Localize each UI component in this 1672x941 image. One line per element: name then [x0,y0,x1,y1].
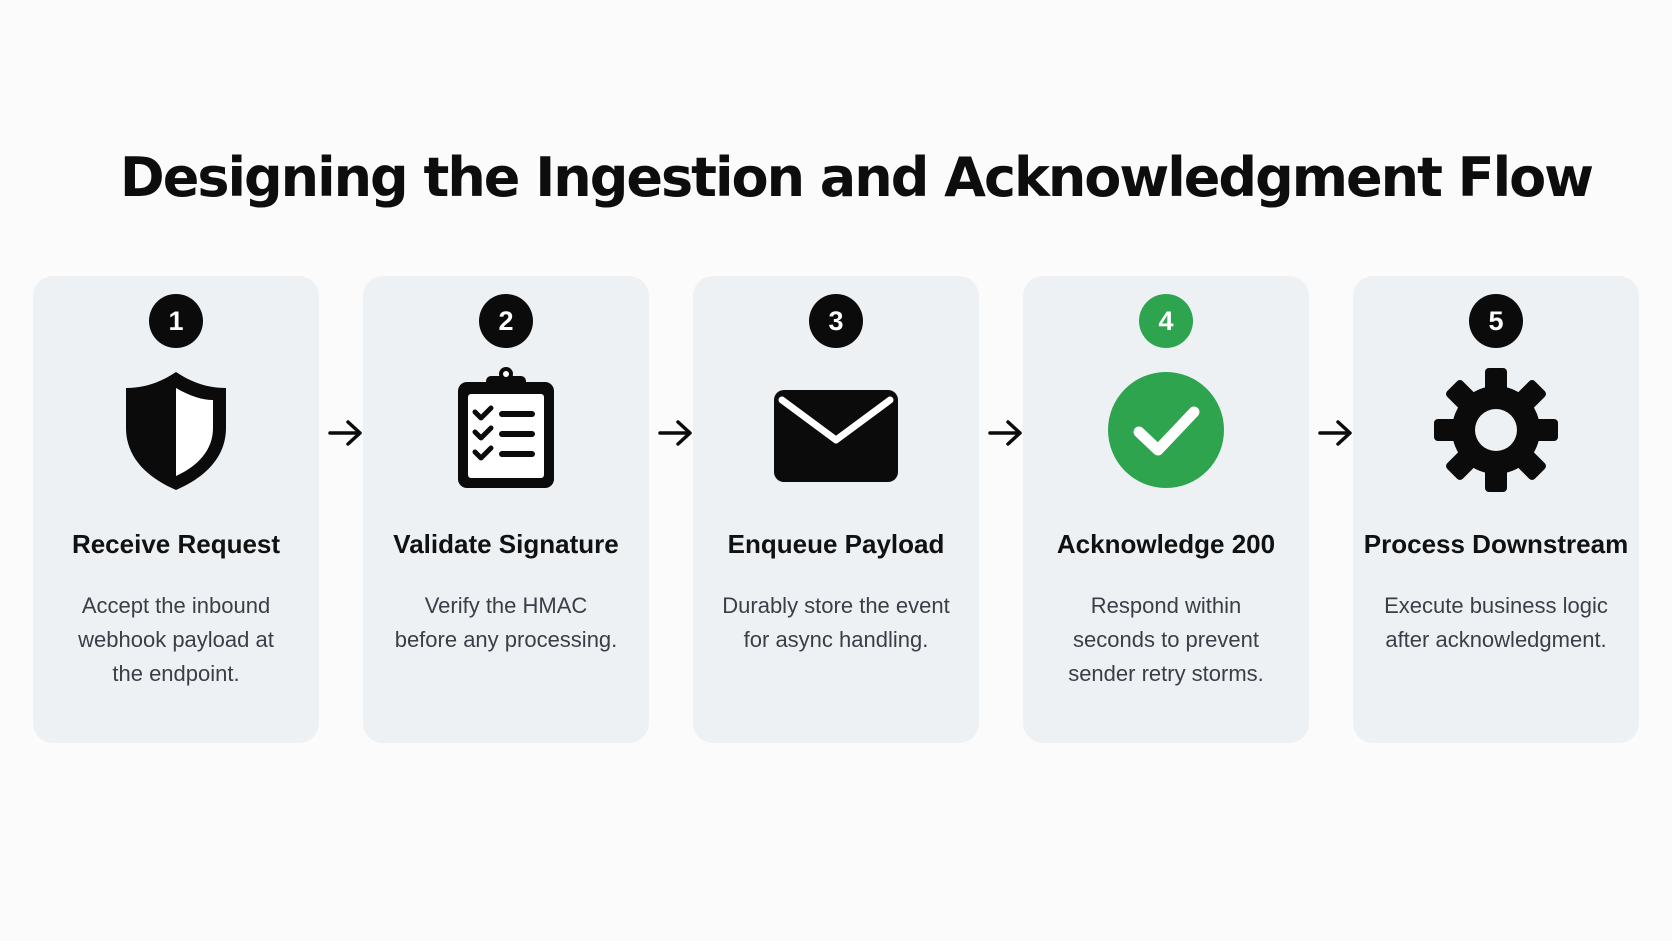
step-number-badge: 3 [809,294,863,348]
step-title: Acknowledge 200 [1056,529,1276,559]
step-title: Process Downstream [1363,529,1629,559]
diagram-title: Designing the Ingestion and Acknowledgme… [119,146,1594,209]
step-description: Verify the HMAC before any processing. [394,593,618,652]
step-card-receive-request: 1 Receive Request Accept the inbound web… [33,276,319,743]
step-description: Durably store the event for async handli… [722,593,950,652]
step-title: Receive Request [71,529,281,559]
flow-steps: 1 Receive Request Accept the inbound web… [33,276,1640,743]
step-description: Accept the inbound webhook payload at th… [78,593,274,686]
step-number-badge: 5 [1469,294,1523,348]
step-card-enqueue-payload: 3 Enqueue Payload Durably store the even… [693,276,979,743]
gear-icon [1432,366,1560,494]
step-card-acknowledge-200: 4 Acknowledge 200 Respond within seconds… [1023,276,1309,743]
step-description: Execute business logic after acknowledgm… [1384,593,1608,652]
arrow-right-icon [326,418,366,448]
arrow-right-icon [656,418,696,448]
shield-icon [112,366,240,494]
step-number-badge: 2 [479,294,533,348]
step-number-badge: 4 [1139,294,1193,348]
check-circle-icon [1102,366,1230,494]
step-title: Enqueue Payload [727,529,945,559]
envelope-icon [772,366,900,494]
step-number-badge: 1 [149,294,203,348]
step-title: Validate Signature [393,529,619,559]
arrow-right-icon [986,418,1026,448]
step-card-process-downstream: 5 Process Do [1353,276,1639,743]
arrow-right-icon [1316,418,1356,448]
step-description: Respond within seconds to prevent sender… [1068,593,1264,686]
clipboard-checklist-icon [442,366,570,494]
step-card-validate-signature: 2 Validate Signature Verify the HMA [363,276,649,743]
